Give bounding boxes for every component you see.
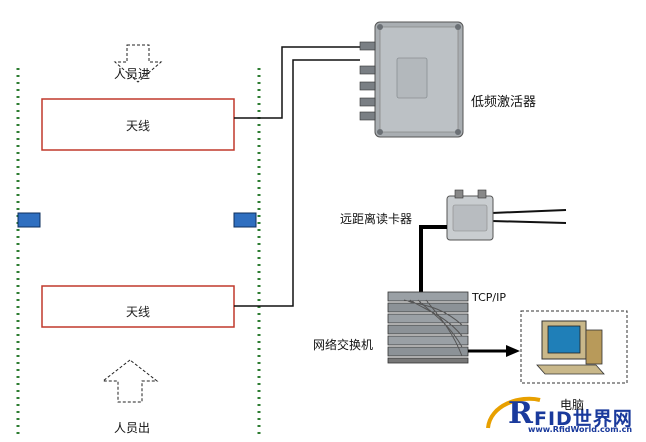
cable-antenna-bottom [234,59,360,307]
sensor-right [233,212,257,228]
switch-label: 网络交换机 [313,338,374,352]
tcpip-label: TCP/IP [472,291,506,304]
logo-text: FID世界网 [534,408,633,430]
exit-arrow-icon [101,359,159,403]
logo-swoosh [486,396,541,429]
antenna-bottom-label: 天线 [125,305,150,319]
reader-device [446,189,567,241]
arrow-head-icon [506,345,520,357]
people-out-label: 人员出 [114,421,151,435]
reader-label: 远距离读卡器 [340,212,413,226]
rfid-world-logo: R FID世界网 www.RfidWorld.com.cn [486,392,642,438]
antenna-top [41,98,235,151]
people-in-label: 人员进 [114,67,151,81]
switch-device [387,291,469,364]
logo-url: www.RfidWorld.com.cn [528,425,633,434]
antenna-top-label: 天线 [125,119,150,133]
computer-label: 电脑 [560,398,585,412]
entry-arrow-icon [113,44,163,83]
activator-label: 低频激活器 [471,95,537,110]
sensor-left [17,212,41,228]
logo-letter: R [508,396,533,431]
antenna-bottom [41,285,235,328]
cable-antenna-top [234,46,360,119]
activator-device [359,21,464,138]
cable-reader-switch [419,225,447,295]
computer-icon [536,320,605,375]
